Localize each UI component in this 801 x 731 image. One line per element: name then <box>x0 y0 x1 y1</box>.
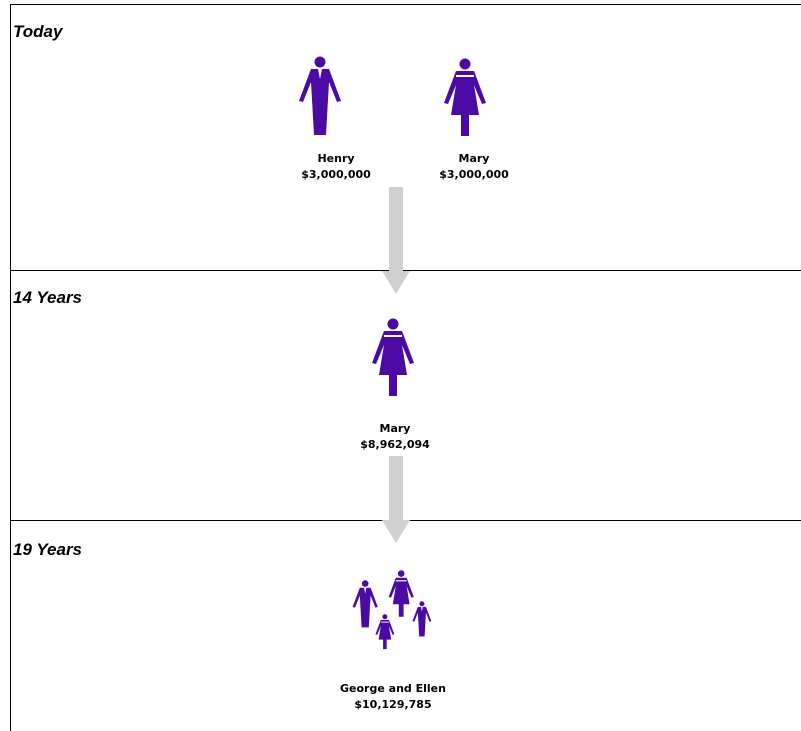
person-amount: $3,000,000 <box>439 168 509 181</box>
section-label-today: Today <box>13 22 63 41</box>
top-border <box>10 4 801 5</box>
woman-icon <box>372 318 414 396</box>
mary-caption: Mary $3,000,000 <box>404 151 544 183</box>
man-icon <box>299 56 341 135</box>
mary-14-caption: Mary $8,962,094 <box>325 421 465 453</box>
person-name: George and Ellen <box>340 682 446 695</box>
person-name: Mary <box>458 152 490 165</box>
arrow-down-icon <box>382 456 410 543</box>
person-name: Henry <box>317 152 355 165</box>
george-and-ellen-caption: George and Ellen $10,129,785 <box>323 681 463 713</box>
left-border <box>10 4 11 731</box>
person-amount: $8,962,094 <box>360 438 430 451</box>
henry-caption: Henry $3,000,000 <box>266 151 406 183</box>
section-label-19-years: 19 Years <box>13 540 83 559</box>
person-amount: $3,000,000 <box>301 168 371 181</box>
person-name: Mary <box>379 422 411 435</box>
arrow-down-icon <box>382 187 410 294</box>
section-divider <box>10 270 801 271</box>
family-icon <box>352 570 432 650</box>
person-amount: $10,129,785 <box>354 698 432 711</box>
section-label-14-years: 14 Years <box>13 288 83 307</box>
woman-icon <box>444 58 486 136</box>
